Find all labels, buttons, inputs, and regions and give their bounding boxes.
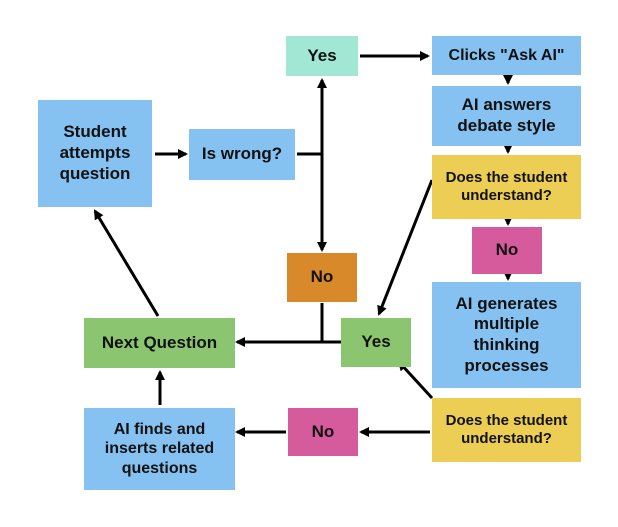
arrow-understand-to-yes [377, 179, 434, 316]
arrow-next-to-student [93, 209, 160, 317]
node-understand-2: Does the student understand? [432, 398, 581, 462]
node-next-question: Next Question [84, 318, 235, 368]
arrow-understand2-to-yes [397, 360, 434, 400]
node-no-mid: No [472, 227, 542, 274]
node-clicks-ask-ai: Clicks "Ask AI" [432, 36, 581, 75]
node-understand-1: Does the student understand? [432, 155, 581, 219]
node-ai-generates: AI generates multiple thinking processes [432, 282, 581, 388]
node-no-orange: No [287, 253, 357, 302]
node-is-wrong: Is wrong? [189, 129, 295, 180]
node-yes-top: Yes [286, 36, 358, 76]
node-ai-finds: AI finds and inserts related questions [84, 408, 235, 490]
node-ai-answers: AI answers debate style [432, 86, 581, 146]
node-student-attempts: Student attempts question [38, 100, 152, 207]
node-no-bottom: No [288, 408, 358, 456]
node-yes-green: Yes [341, 318, 411, 367]
